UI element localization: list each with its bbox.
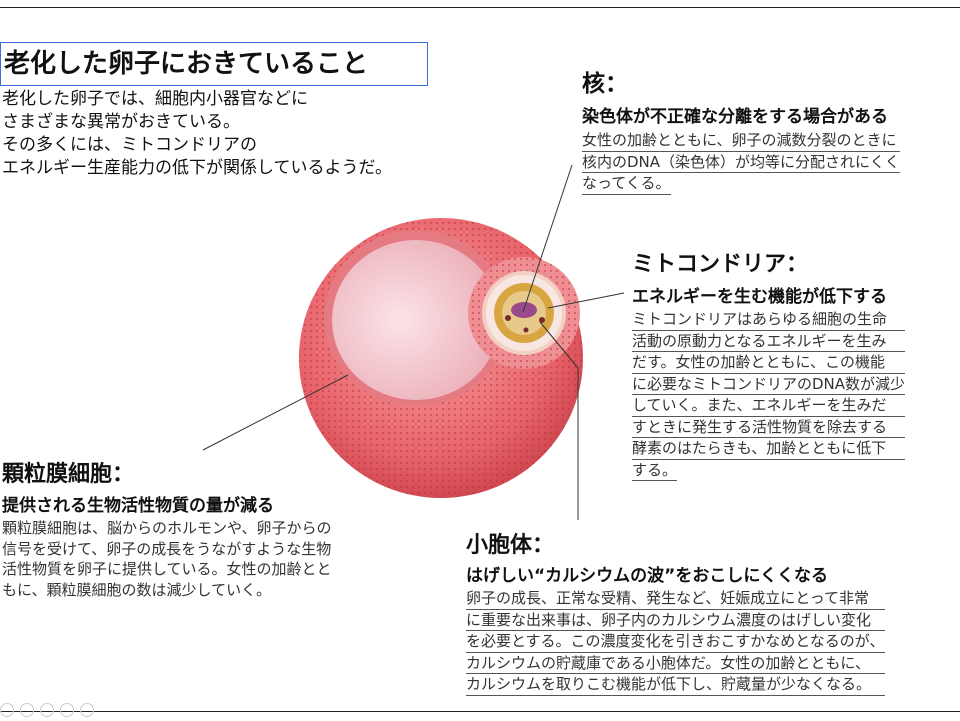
pen-icon[interactable]	[40, 703, 54, 717]
mitochondria-callout: ミトコンドリア： エネルギーを生む機能が低下する ミトコンドリアはあらゆる細胞の…	[632, 246, 906, 481]
nucleus-leader	[522, 164, 573, 313]
top-rule	[0, 7, 960, 8]
mitochondria-body-line: 酵素のはたらきも、加齢とともに低下	[632, 438, 906, 460]
granulosa-body-line: 活性物質を卵子に提供している。女性の加齢とと	[2, 560, 332, 578]
vesicle-body-line: を必要とする。この濃度変化を引きおこすかなめとなるのが、	[466, 631, 885, 653]
granulosa-heading: 顆粒膜細胞：	[2, 462, 135, 487]
vesicle-body-line: カルシウムを取りこむ機能が低下し、貯蔵量が少なくなる。	[466, 674, 885, 696]
mitochondria-body: ミトコンドリアはあらゆる細胞の生命 活動の原動力となるエネルギーを生み だす。女…	[632, 309, 906, 481]
mitochondria-body-line: 活動の原動力となるエネルギーを生み	[632, 331, 906, 352]
mitochondria-heading: ミトコンドリア：	[632, 252, 809, 277]
oocyte-illustration	[299, 218, 583, 498]
vesicle-subheading: はげしい“カルシウムの波”をおこしにくくなる	[466, 566, 829, 586]
mitochondria-body-line: する。	[632, 460, 678, 481]
granulosa-body-line: もに、顆粒膜細胞の数は減少していく。	[2, 580, 272, 599]
vesicle-heading: 小胞体：	[466, 533, 555, 558]
vesicle-body-line: 卵子の成長、正常な受精、発生など、妊娠成立にとって非常	[466, 588, 885, 610]
nucleus-body-line: なってくる。	[582, 173, 671, 195]
vesicle-leader-diag	[539, 321, 579, 369]
granulosa-body: 顆粒膜細胞は、脳からのホルモンや、卵子からの 信号を受けて、卵子の成長をうながす…	[2, 518, 332, 600]
vesicle-callout: 小胞体： はげしい“カルシウムの波”をおこしにくくなる 卵子の成長、正常な受精、…	[466, 527, 885, 696]
intro-line: さまざまな異常がおきている。	[2, 112, 240, 132]
nucleus-heading: 核：	[582, 71, 628, 97]
slide-controls[interactable]	[0, 702, 100, 717]
vesicle-body-line: に重要な出来事は、卵子内のカルシウム濃度のはげしい変化	[466, 610, 885, 631]
intro-text: 老化した卵子では、細胞内小器官などに さまざまな異常がおきている。 その多くには…	[2, 88, 392, 180]
bottom-rule	[0, 711, 960, 712]
mitochondria-body-line: に必要なミトコンドリアのDNA数が減少	[632, 374, 906, 395]
mitochondria-body-line: すときに発生する活性物質を除去する	[632, 417, 906, 438]
mitochondria-body-line: していく。また、エネルギーを生みだ	[632, 395, 906, 417]
zoom-icon[interactable]	[60, 703, 74, 717]
nucleus-body: 女性の加齢とともに、卵子の減数分裂のときに 核内のDNA（染色体）が均等に分配さ…	[582, 130, 900, 195]
granulosa-subheading: 提供される生物活性物質の量が減る	[2, 496, 274, 516]
intro-line: その多くには、ミトコンドリアの	[2, 135, 257, 155]
nucleus-body-line: 核内のDNA（染色体）が均等に分配されにくく	[582, 152, 900, 173]
page-title: 老化した卵子におきていること	[0, 42, 428, 86]
mitochondria-subheading: エネルギーを生む機能が低下する	[632, 287, 887, 307]
mitochondria-body-line: ミトコンドリアはあらゆる細胞の生命	[632, 309, 906, 331]
nucleus-body-line: 女性の加齢とともに、卵子の減数分裂のときに	[582, 130, 900, 152]
next-slide-icon[interactable]	[20, 703, 34, 717]
menu-icon[interactable]	[80, 703, 94, 717]
mitochondria-body-line: だす。女性の加齢とともに、この機能	[632, 352, 906, 374]
intro-line: エネルギー生産能力の低下が関係しているようだ。	[2, 158, 392, 178]
nucleus-callout: 核： 染色体が不正確な分離をする場合がある 女性の加齢とともに、卵子の減数分裂の…	[582, 64, 900, 195]
granulosa-body-line: 信号を受けて、卵子の成長をうながすような生物	[2, 539, 332, 558]
granulosa-body-line: 顆粒膜細胞は、脳からのホルモンや、卵子からの	[2, 519, 332, 537]
intro-line: 老化した卵子では、細胞内小器官などに	[2, 89, 308, 109]
mitochondria-leader	[547, 292, 625, 309]
prev-slide-icon[interactable]	[0, 703, 14, 717]
vesicle-body: 卵子の成長、正常な受精、発生など、妊娠成立にとって非常 に重要な出来事は、卵子内…	[466, 588, 885, 696]
nucleus-subheading: 染色体が不正確な分離をする場合がある	[582, 107, 888, 127]
vesicle-body-line: カルシウムの貯蔵庫である小胞体だ。女性の加齢とともに、	[466, 653, 885, 674]
granulosa-leader	[202, 374, 349, 451]
granulosa-callout: 顆粒膜細胞： 提供される生物活性物質の量が減る 顆粒膜細胞は、脳からのホルモンや…	[2, 456, 332, 600]
